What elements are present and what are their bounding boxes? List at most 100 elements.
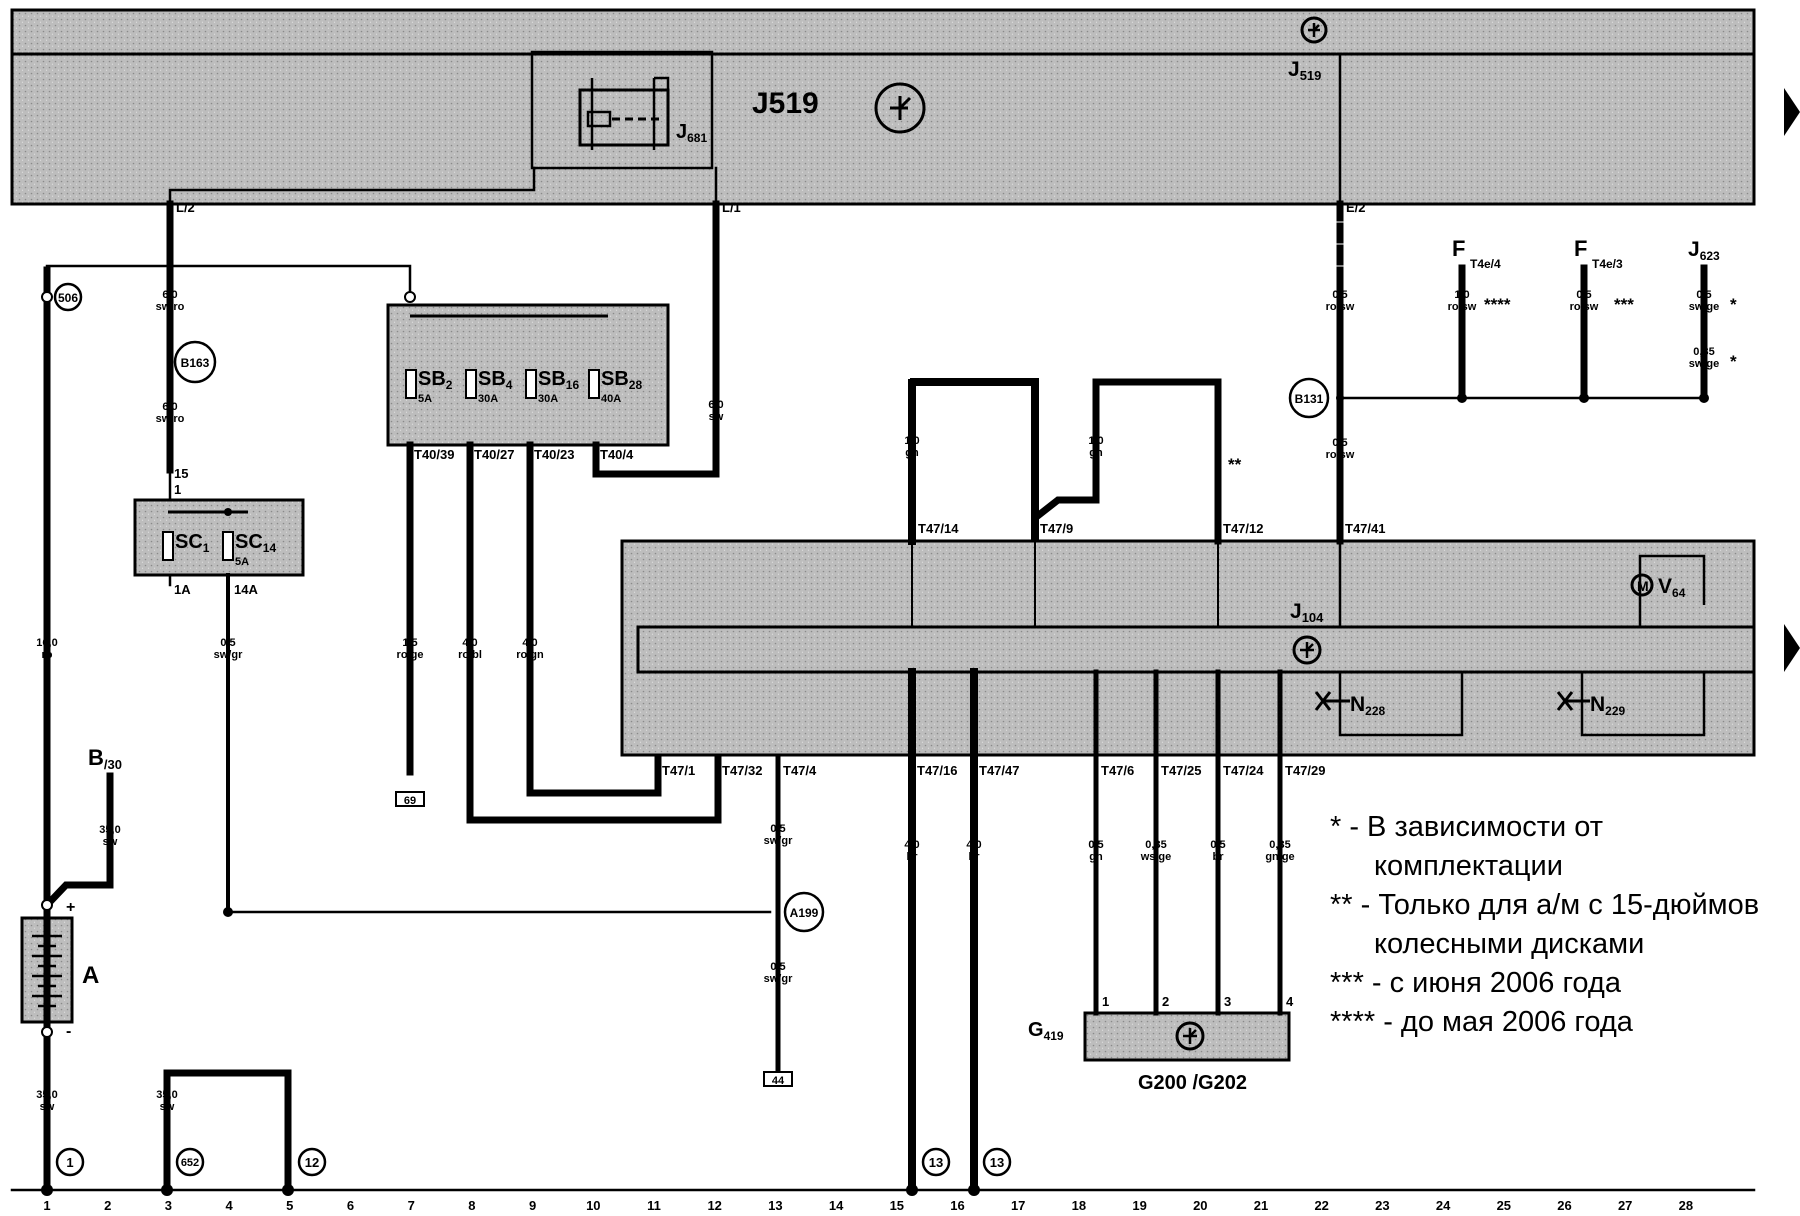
svg-text:40A: 40A [601,393,621,405]
fuse-block-sb: SB2 5A SB4 30A SB16 30A SB28 40A [386,303,670,447]
svg-text:sw: sw [160,1101,175,1113]
wire-spec: 0,5sw/gr [214,637,243,661]
terminal-circles [41,291,416,1038]
svg-text:*: * [1730,295,1737,314]
fuse-sc14: SC14 5A [222,531,276,568]
svg-text:L/1: L/1 [722,200,741,215]
control-unit-symbol [1300,16,1328,44]
wire-spec: 35,0sw [36,1089,57,1113]
grid-number: 2 [104,1198,111,1213]
relay-j681: J681 [530,50,714,170]
legend: * - В зависимости от комплектации ** - Т… [1330,808,1759,1042]
svg-text:12: 12 [305,1155,319,1170]
grid-number: 14 [829,1198,844,1213]
svg-text:ro: ro [42,649,53,661]
svg-text:6,0: 6,0 [162,401,177,413]
wires [10,52,1756,1194]
next-page-arrow-icon [1784,624,1800,672]
junction-dots [41,393,1709,1196]
svg-text:B163: B163 [181,356,210,370]
ground-node-1: 1 [55,1147,85,1177]
sensor-g419: G419 G200 /G202 [1028,1011,1291,1094]
svg-text:gn/ge: gn/ge [1265,851,1294,863]
svg-text:0,35: 0,35 [1693,346,1714,358]
svg-text:+: + [66,899,75,916]
grid-number: 8 [468,1198,475,1213]
svg-text:ro/gn: ro/gn [516,649,544,661]
svg-text:F: F [1574,236,1587,261]
svg-text:0,5: 0,5 [770,961,785,973]
svg-text:14A: 14A [234,582,258,597]
svg-text:1: 1 [66,1155,73,1170]
legend-line: * - В зависимости от [1330,811,1604,843]
svg-text:T47/25: T47/25 [1161,763,1201,778]
svg-text:652: 652 [181,1157,199,1169]
grid-number: 19 [1132,1198,1146,1213]
wire-spec: 0,5ro/sw [1570,289,1599,313]
wire-spec: 1,0gn [904,435,919,459]
legend-line: комплектации [1374,850,1563,882]
svg-text:B/30: B/30 [88,745,122,772]
svg-text:ro/sw: ro/sw [1570,301,1599,313]
wire-spec: 1,5ro/ge [397,637,424,661]
svg-text:4: 4 [1286,994,1294,1009]
svg-text:SB2: SB2 [418,368,453,392]
wire-spec: 1,0ro/sw [1448,289,1477,313]
motor-v64: M V64 [1630,554,1706,627]
grid-number: 18 [1072,1198,1086,1213]
svg-text:35,0: 35,0 [99,824,120,836]
grid-number: 5 [286,1198,293,1213]
valve-n228: N228 [1314,672,1464,737]
fuse-sb2: SB2 5A [405,368,453,405]
svg-text:T47/4: T47/4 [783,763,817,778]
svg-text:1: 1 [174,482,181,497]
svg-text:30A: 30A [478,393,498,405]
grid-number: 10 [586,1198,600,1213]
svg-text:sw: sw [40,1101,55,1113]
fuse-sb16: SB16 30A [525,368,579,405]
svg-text:T40/39: T40/39 [414,447,454,462]
svg-text:br: br [969,851,981,863]
svg-text:T47/32: T47/32 [722,763,762,778]
svg-text:15: 15 [174,466,188,481]
node-b163: B163 [173,340,217,384]
grid-number: 24 [1436,1198,1451,1213]
svg-text:13: 13 [990,1155,1004,1170]
svg-text:T4e/3: T4e/3 [1592,257,1623,271]
wire-spec: 0,5sw/gr [764,961,793,985]
j519-label: J519 [752,87,819,120]
svg-text:N229: N229 [1590,693,1626,718]
wire-spec: 35,0sw [156,1089,177,1113]
svg-text:B131: B131 [1295,392,1324,406]
svg-text:-: - [66,1023,71,1040]
grid-number: 17 [1011,1198,1025,1213]
svg-text:sw/gr: sw/gr [214,649,243,661]
svg-text:SB4: SB4 [478,368,513,392]
svg-text:0,5: 0,5 [1696,289,1711,301]
ground-node-652: 652 [175,1147,205,1177]
grid-number: 28 [1679,1198,1693,1213]
grid-number: 6 [347,1198,354,1213]
grid-number: 27 [1618,1198,1632,1213]
svg-text:T47/29: T47/29 [1285,763,1325,778]
control-unit-symbol [874,82,926,134]
wire-spec: 16,0ro [36,637,57,661]
wire-spec: 4,0ro/bl [458,637,482,661]
grid-number: 7 [408,1198,415,1213]
legend-line: *** - с июня 2006 года [1330,967,1621,999]
svg-text:T47/6: T47/6 [1101,763,1134,778]
svg-text:J104: J104 [1290,600,1324,625]
svg-text:ro/bl: ro/bl [458,649,482,661]
svg-text:SC1: SC1 [175,531,210,555]
wire-spec: 4,0ro/gn [516,637,544,661]
svg-text:SB28: SB28 [601,368,642,392]
svg-text:gn: gn [1089,447,1103,459]
svg-text:35,0: 35,0 [36,1089,57,1101]
module-j519: J519 J519 J681 [10,8,1756,206]
svg-text:E/2: E/2 [1346,200,1366,215]
svg-text:T47/24: T47/24 [1223,763,1264,778]
grid-number: 4 [225,1198,233,1213]
svg-text:A199: A199 [790,906,819,920]
